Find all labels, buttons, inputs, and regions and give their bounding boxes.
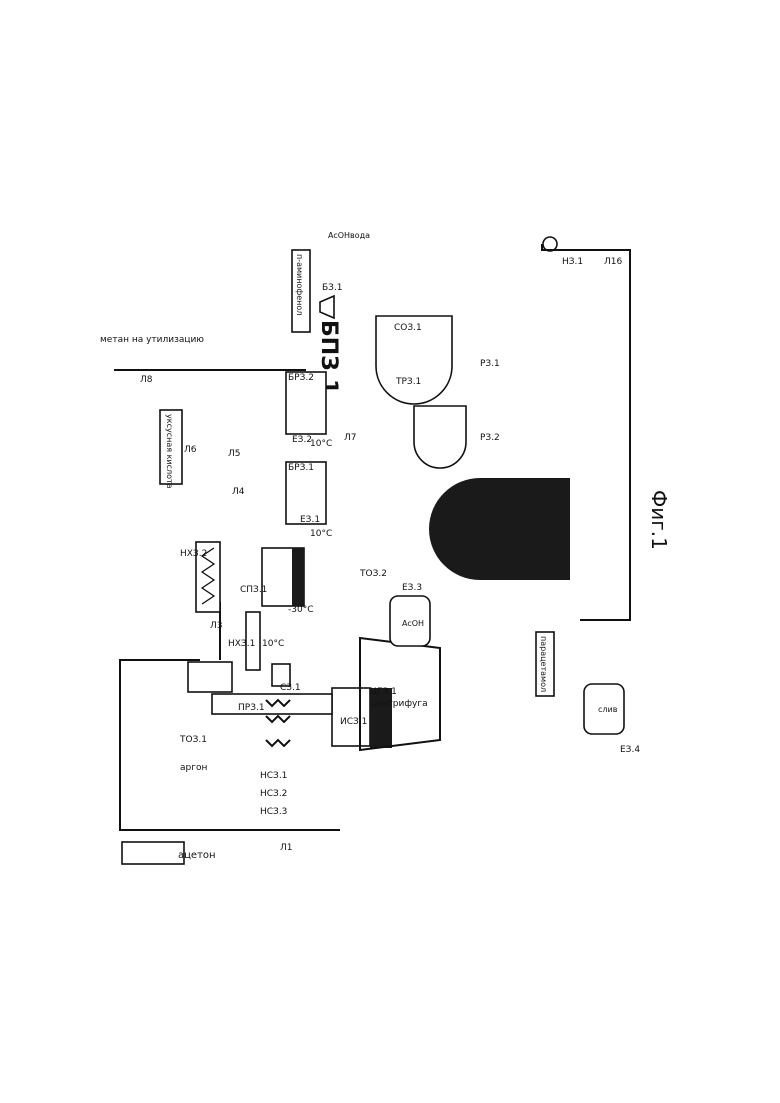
water-label: вода xyxy=(350,231,370,240)
acetone-label: ацетон xyxy=(178,850,216,861)
bz-hopper xyxy=(320,296,334,318)
figure-caption: Фиг.1 xyxy=(647,490,671,550)
tsgz-label: ЦГЗ.1 xyxy=(370,687,397,697)
temp-10-c: 10°C xyxy=(310,439,332,449)
temp-10-b: 10°C xyxy=(310,529,332,539)
nz-label: НЗ.1 xyxy=(562,257,583,267)
toz1-exchanger xyxy=(188,662,232,692)
spz-label: СПЗ.1 xyxy=(240,585,267,595)
argon-label: аргон xyxy=(180,763,207,773)
acetic-acid-label: уксусная кислота xyxy=(165,414,174,489)
ez3-label: ЕЗ.3 xyxy=(402,583,422,593)
nsz2-label: НСЗ.2 xyxy=(260,789,287,799)
drain-label: слив xyxy=(598,705,618,714)
acetone-box xyxy=(122,842,184,864)
trz-label: ТРЗ.1 xyxy=(395,377,421,387)
soz-label: СОЗ.1 xyxy=(394,323,422,333)
toz1-label: ТОЗ.1 xyxy=(179,735,207,745)
temp-m30-a: -30°C xyxy=(288,605,313,615)
l3-label: Л3 xyxy=(210,621,223,631)
sz-label: СЗ.1 xyxy=(280,683,301,693)
crystallizer xyxy=(429,478,570,580)
l5-label: Л5 xyxy=(228,449,241,459)
rz2-reactor xyxy=(414,406,466,468)
rz2-label: РЗ.2 xyxy=(480,433,500,443)
bz-label: БЗ.1 xyxy=(322,283,343,293)
spz-liquid xyxy=(292,548,304,606)
isz-label: ИСЗ.1 xyxy=(340,717,367,727)
l16-label: Л16 xyxy=(604,257,622,267)
methane-label: метан на утилизацию xyxy=(100,335,204,345)
prz-column xyxy=(212,694,332,714)
brz2-label: БРЗ.2 xyxy=(288,373,314,383)
l1-label: Л1 xyxy=(280,843,293,853)
nsz1-label: НСЗ.1 xyxy=(260,771,287,781)
ez4-label: ЕЗ.4 xyxy=(620,745,640,755)
nkhz2-label: НХЗ.2 xyxy=(180,549,207,559)
ez3-acoh: AcOH xyxy=(402,619,424,628)
prz-label: ПРЗ.1 xyxy=(238,703,265,713)
ez1-label: ЕЗ.1 xyxy=(300,515,320,525)
toz2-label: ТОЗ.2 xyxy=(359,569,387,579)
l6-label: Л6 xyxy=(184,445,197,455)
isz-base xyxy=(370,688,392,748)
nkhz1-label: НХЗ.1 xyxy=(228,639,255,649)
rotated-diagram: БПЗ.1 Фиг.1 ацетон аргон ИСЗ.1 ПРЗ.1 НСЗ… xyxy=(100,231,671,864)
centrifuge-label: центрифуга xyxy=(370,699,428,709)
l4-label: Л4 xyxy=(232,487,245,497)
rz1-label: РЗ.1 xyxy=(480,359,500,369)
acoh-label: AcOH xyxy=(328,231,350,240)
l8-label: Л8 xyxy=(140,375,153,385)
l7-label: Л7 xyxy=(344,433,357,443)
nsz3-label: НСЗ.3 xyxy=(260,807,287,817)
temp-10-a: 10°C xyxy=(262,639,284,649)
nz-pump xyxy=(543,237,557,251)
aminophenol-label: п-аминофенол xyxy=(295,254,304,315)
paracetamol-label: парацетамол xyxy=(539,636,548,692)
brz1-label: БРЗ.1 xyxy=(288,463,314,473)
